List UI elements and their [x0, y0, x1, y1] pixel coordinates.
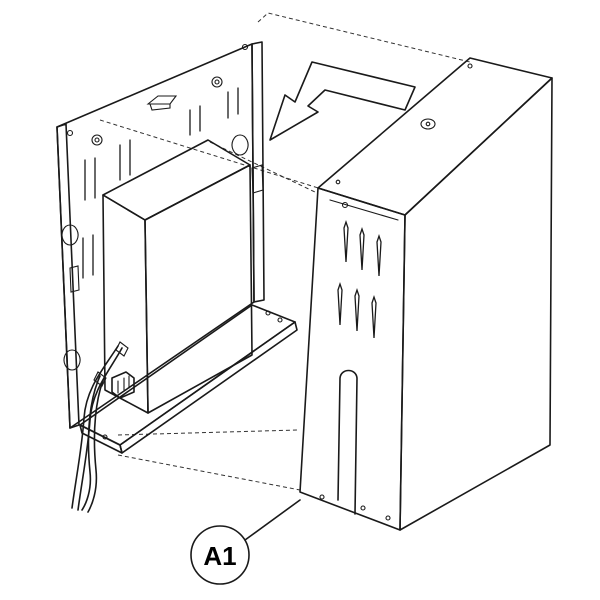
psu-front: [102, 194, 149, 414]
cover-keyhole: [420, 118, 436, 130]
panel-ventilation-slots: [82, 87, 239, 279]
cover-ventilation-slots: [337, 219, 382, 339]
enclosure-cover: [299, 57, 553, 531]
callout-marker: A1: [190, 499, 301, 585]
cover-front-face: [299, 187, 406, 531]
cover-side-face: [399, 77, 553, 531]
mounting-hook: [146, 95, 178, 105]
connector-plug: [111, 371, 135, 399]
cable-clip: [115, 341, 129, 357]
cover-top-edge: [317, 57, 553, 216]
keyhole: [91, 134, 103, 146]
power-supply-unit: [102, 139, 253, 414]
circle-callout-icon: [190, 525, 250, 585]
mounting-panel: [56, 41, 298, 454]
callout-label: A1: [203, 541, 236, 571]
psu-side: [144, 164, 253, 414]
cable-cutout: [337, 369, 358, 515]
bent-arrow-icon: [269, 61, 416, 141]
callout-leader: [244, 499, 301, 541]
bottom-tray: [79, 304, 296, 446]
keyhole: [211, 76, 223, 88]
cable-clip: [93, 371, 107, 387]
cable-assembly: [71, 341, 135, 513]
